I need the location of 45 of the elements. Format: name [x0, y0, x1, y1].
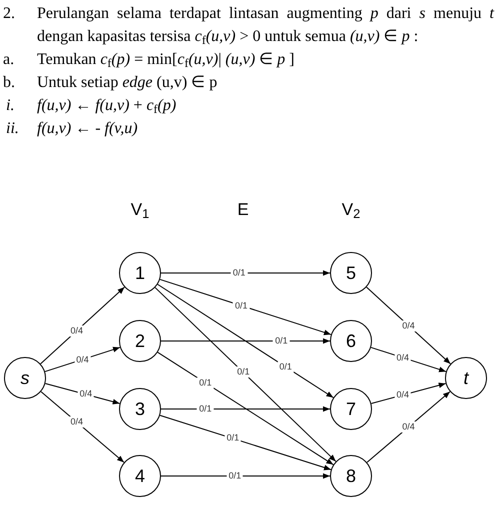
list-marker: ii. [5, 119, 20, 139]
arrow [366, 286, 451, 364]
arrow [160, 270, 330, 276]
edge-label: 0/1 [230, 268, 248, 278]
list-marker: b. [2, 73, 16, 93]
edge-label: 0/4 [74, 354, 91, 365]
edge-label: 0/1 [226, 470, 244, 482]
arrow [160, 338, 330, 344]
edge-label: 0/1 [233, 300, 250, 312]
edge-label: 0/4 [400, 422, 417, 432]
edge-label: 0/4 [68, 325, 85, 336]
arrow [160, 473, 330, 479]
step-text: Temukan c$_{f}$(p) = min[c$_{f}$(u,v)| (u,v) ∈ p ] [37, 50, 296, 71]
edge-label: 0/4 [394, 352, 411, 364]
arrow [157, 284, 334, 398]
arrow [44, 346, 120, 372]
arrow [160, 278, 332, 336]
step-text: f(u,v) ← f(u,v) + c$_{f}$(p) [37, 96, 178, 117]
step-text: Untuk setiap edge (u,v) ∈ p [37, 73, 218, 93]
arrow [44, 382, 120, 404]
edge-label: 0/1 [235, 366, 252, 378]
edge-label: 0/4 [68, 416, 85, 428]
arrow [40, 286, 125, 364]
edge-label: 0/1 [197, 404, 214, 414]
arrow [154, 287, 336, 462]
edge-label: 0/4 [400, 320, 417, 331]
edge-label: 0/4 [78, 388, 94, 400]
list-marker: a. [2, 50, 16, 70]
edge-label: 0/1 [224, 432, 242, 444]
list-marker: 2. [2, 4, 16, 24]
arrow [40, 391, 125, 463]
column-heading: V$_{2}$ [342, 199, 360, 222]
column-heading: V$_{1}$ [130, 199, 150, 222]
edge-label: 0/1 [273, 336, 290, 346]
step-text: f(u,v) ← - f(v,u) [37, 119, 139, 139]
arrow [160, 406, 330, 412]
list-marker: i. [5, 96, 16, 116]
edge-label: 0/4 [394, 390, 411, 401]
arrow [160, 414, 332, 470]
edge-label: 0/1 [197, 377, 214, 388]
arrow [366, 391, 451, 463]
arrow [157, 352, 334, 466]
edge-label: 0/1 [277, 361, 294, 372]
step-text: Perulangan selama terdapat lintasan augmenting p dari s menuju t dengan kapasitas tersisa c$_{f}$(u,v) > 0 untuk semua (u,v) ∈ p : [37, 4, 494, 48]
column-heading: E [237, 199, 249, 221]
